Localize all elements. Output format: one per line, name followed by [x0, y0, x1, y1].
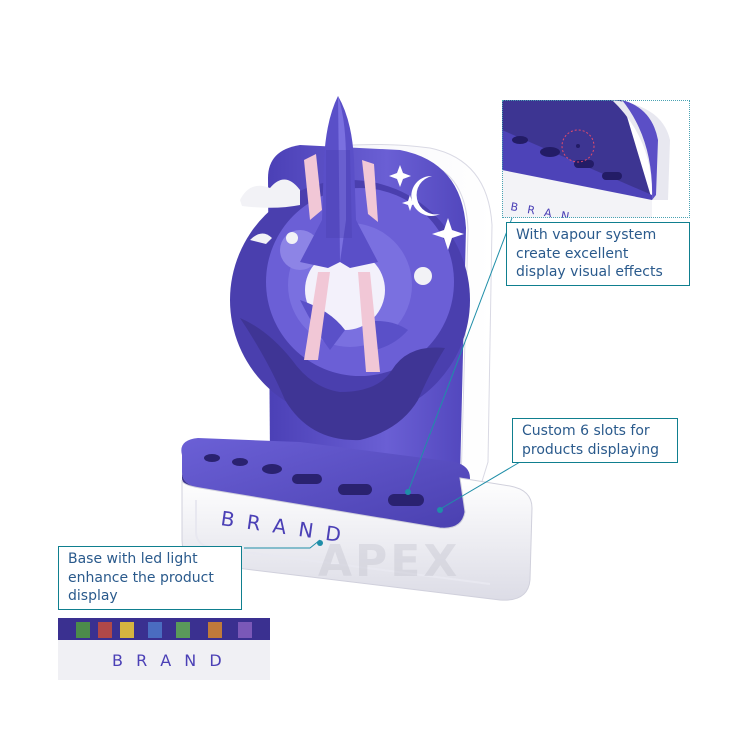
rocket	[300, 96, 378, 268]
detail-inset-top: B R A N	[502, 100, 690, 218]
exhaust-left	[304, 272, 330, 360]
callout-base-line-3: display	[68, 588, 118, 604]
leader-dot-2	[437, 507, 443, 513]
leader-dot-1	[405, 489, 411, 495]
callout-base-line-2: enhance the product	[68, 569, 214, 586]
cloud-left	[240, 179, 300, 208]
cloud-small	[250, 233, 272, 244]
callout-custom-slots: Custom 6 slots for products displaying	[512, 418, 678, 463]
callout-vapour-line-3: display visual effects	[516, 264, 663, 280]
star-1	[389, 165, 411, 187]
star-3	[432, 218, 464, 250]
callout-vapour-line-1: With vapour system	[516, 227, 657, 243]
leader-dot-3	[317, 540, 323, 546]
exhaust-right	[358, 272, 380, 372]
callout-base-line-1: Base with led light	[68, 551, 198, 567]
watermark: APEX	[318, 536, 461, 587]
leader-lines	[244, 217, 521, 549]
callout-vapour-system: With vapour system create excellent disp…	[506, 222, 690, 286]
moon	[411, 175, 440, 216]
callout-slots-line-2: products displaying	[522, 441, 659, 458]
callout-led-base: Base with led light enhance the product …	[58, 546, 242, 610]
callout-vapour-line-2: create excellent	[516, 245, 629, 262]
star-2	[402, 195, 418, 211]
product-slots	[204, 454, 424, 506]
callout-slots-line-1: Custom 6 slots for	[522, 423, 650, 439]
wave-front	[240, 318, 445, 441]
inset-bottom-brand-text: B R A N D	[112, 651, 226, 670]
detail-inset-bottom: B R A N D	[58, 618, 270, 680]
